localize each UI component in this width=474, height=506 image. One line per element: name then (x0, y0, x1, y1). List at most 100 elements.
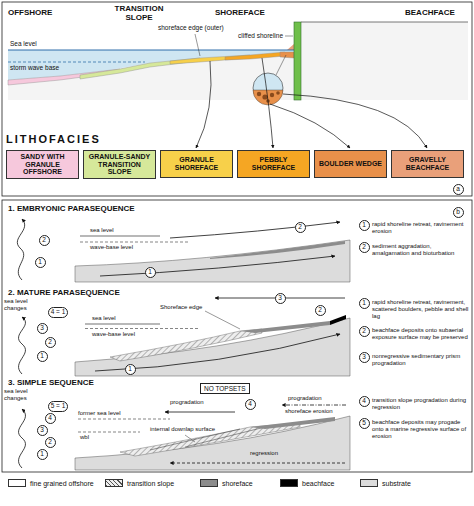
callout-number: 1 (37, 351, 48, 362)
callout-number: 4 (245, 399, 256, 410)
lithofacies-box: GRANULE SHOREFACE (160, 150, 233, 178)
node-text: a (456, 185, 460, 192)
coastal-profile (8, 22, 468, 148)
panel-letter: a (453, 184, 464, 195)
callout-number: 1 (359, 220, 370, 231)
callout-number: 2 (359, 242, 370, 253)
node-text: 5 (362, 419, 366, 426)
zone-header: SHOREFACE (215, 8, 265, 17)
level-label: sea level (90, 227, 114, 234)
level-label: Sea level (10, 40, 37, 47)
callout-number: 4 (359, 396, 370, 407)
node-text: PEBBLY SHOREFACE (241, 156, 306, 171)
node-text: BOULDER WEDGE (319, 160, 382, 168)
callout-number: 5 = 1 (48, 401, 68, 412)
feature-label: shoreface edge (outer) (158, 24, 224, 31)
node-text: 2 (362, 327, 366, 334)
callout-number: 3 (37, 323, 48, 334)
legend-text: shoreface (222, 480, 253, 487)
node-text: 1 (38, 258, 42, 265)
panel-frame (2, 2, 472, 196)
lithofacies-box: GRANULE-SANDY TRANSITION SLOPE (83, 150, 156, 179)
feature-label: cliffed shoreline (238, 32, 283, 39)
process-label: regression (250, 450, 278, 457)
node-text: 2 (48, 338, 52, 345)
callout-number: 2 (315, 305, 326, 316)
axis-label: sea level changes (4, 298, 40, 312)
feature-label: Shoreface edge (160, 304, 202, 311)
legend-item: fine grained offshore (8, 479, 94, 487)
legend-text: fine grained offshore (30, 480, 94, 487)
legend-text: substrate (382, 480, 411, 487)
note-text: transition slope progradation during reg… (372, 397, 470, 411)
callout-number: 1 (145, 267, 156, 278)
legend-swatch (360, 479, 378, 487)
node-text: 1 (362, 299, 366, 306)
node-text: SANDY WITH GRANULE OFFSHORE (10, 153, 75, 176)
callout-number: 4 = 1 (48, 307, 68, 318)
node-text: 4 (362, 397, 366, 404)
legend-item: beachface (280, 479, 334, 487)
legend-item: transition slope (105, 479, 174, 487)
section-heading: LITHOFACIES (6, 133, 101, 146)
legend-swatch (105, 479, 123, 487)
node-text: GRANULE SHOREFACE (164, 156, 229, 171)
callout-number: 3 (359, 352, 370, 363)
note-text: beachface deposits onto subaerial exposu… (372, 327, 470, 341)
note-box: NO TOPSETS (200, 383, 250, 394)
legend-swatch (280, 479, 298, 487)
node-text: 3 (40, 324, 44, 331)
legend-text: beachface (302, 480, 334, 487)
zone-header: TRANSITION SLOPE (108, 4, 170, 22)
callout-number: 2 (39, 235, 50, 246)
note-text: sediment aggradation, amalgamation and b… (372, 243, 470, 257)
level-label: former sea level (78, 410, 121, 417)
section-title: 3. SIMPLE SEQUENCE (8, 378, 94, 387)
panel-letter: b (453, 207, 464, 218)
callout-number: 1 (359, 298, 370, 309)
section-title: 1. EMBRYONIC PARASEQUENCE (8, 204, 135, 213)
callout-number: 1 (37, 449, 48, 460)
feature-label: internal downlap surface (150, 426, 215, 433)
callout-number: 3 (37, 425, 48, 436)
level-label: sea level (92, 315, 116, 322)
node-text: 1 (128, 365, 132, 372)
callout-number: 2 (45, 437, 56, 448)
callout-number: 3 (275, 293, 286, 304)
lithofacies-box: BOULDER WEDGE (314, 150, 387, 178)
section-title: 2. MATURE PARASEQUENCE (8, 288, 120, 297)
node-text: 2 (362, 243, 366, 250)
node-text: NO TOPSETS (204, 385, 246, 392)
node-text: 2 (298, 223, 302, 230)
callout-number: 1 (35, 257, 46, 268)
lithofacies-box: SANDY WITH GRANULE OFFSHORE (6, 150, 79, 179)
node-text: GRANULE-SANDY TRANSITION SLOPE (87, 153, 152, 176)
level-label: wave-base level (92, 331, 135, 338)
callout-number: 2 (359, 326, 370, 337)
callout-number: 2 (45, 337, 56, 348)
legend-item: substrate (360, 479, 411, 487)
zone-header: OFFSHORE (8, 8, 52, 17)
note-text: nonregressive sedimentary prism prograda… (372, 353, 470, 367)
process-label: shoreface erosion (285, 408, 333, 415)
level-label: storm wave base (10, 64, 59, 71)
node-text: 2 (42, 236, 46, 243)
legend-swatch (200, 479, 218, 487)
callout-number: 1 (125, 364, 136, 375)
callout-number: 5 (359, 418, 370, 429)
node-text: 3 (278, 294, 282, 301)
node-text: 1 (40, 450, 44, 457)
node-text: 1 (40, 352, 44, 359)
node-text: 1 (362, 221, 366, 228)
process-label: progradation (288, 395, 322, 402)
callout-number: 4 (45, 413, 56, 424)
legend-swatch (8, 479, 26, 487)
node-text: 4 (48, 414, 52, 421)
level-label: wbl (80, 434, 89, 441)
level-label: wave-base level (90, 244, 133, 251)
note-text: beachface deposits may progade onto a ma… (372, 419, 470, 440)
section-mature (19, 298, 350, 376)
node-text: 4 (248, 400, 252, 407)
lithofacies-box: PEBBLY SHOREFACE (237, 150, 310, 178)
axis-label: sea level changes (4, 388, 40, 402)
